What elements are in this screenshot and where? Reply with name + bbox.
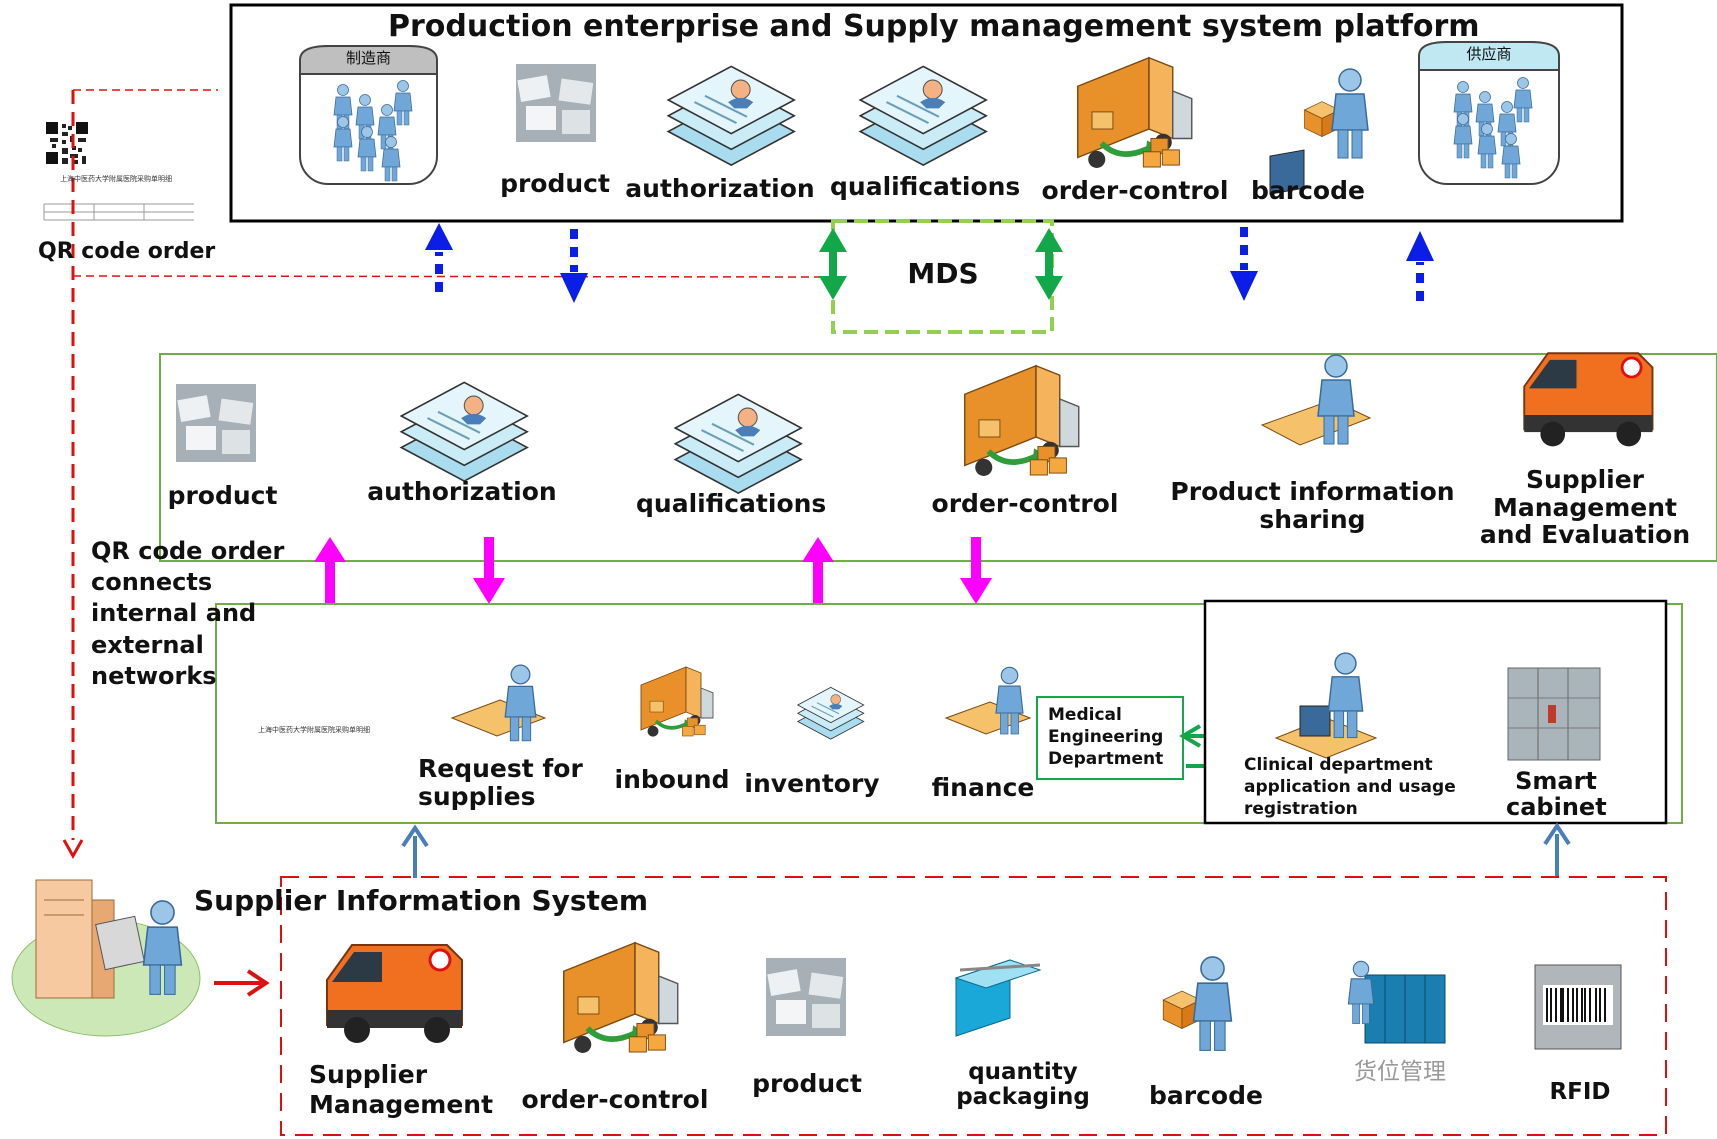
- platform-authorization-label: authorization: [625, 174, 815, 203]
- finance-label: finance: [931, 773, 1035, 802]
- inbound-label: inbound: [614, 765, 730, 794]
- qr-down-arrowhead: [62, 839, 84, 860]
- qr-order-label: QR code order: [38, 239, 216, 264]
- clinical-operator-icon: [1274, 652, 1378, 759]
- connect-networks-label: QR code order connects internal and exte…: [91, 537, 285, 690]
- request-supplies-icon: [450, 664, 547, 742]
- internal-slip-title: 上海中医药大学附属医院采购单明细: [258, 726, 370, 734]
- supplier-product-icon: [766, 958, 846, 1036]
- qr-slip-title: 上海中医药大学附属医院采购单明细: [60, 175, 172, 183]
- platform-product-label: product: [500, 169, 610, 198]
- supplier-tag: 供应商: [1466, 45, 1512, 63]
- platform-barcode-label: barcode: [1251, 176, 1365, 205]
- magenta-arrow-up-2: [802, 537, 834, 604]
- blue-arrow-up-2: [1406, 231, 1434, 301]
- finance-icon: [944, 666, 1032, 735]
- storage-location-icon: [1347, 960, 1446, 1044]
- medical-engineering-box: [1036, 696, 1184, 780]
- quantity-packaging-icon: [954, 959, 1042, 1037]
- platform-order-control-label: order-control: [1041, 176, 1229, 205]
- hospital-product-icon: [176, 384, 256, 462]
- blue-arrow-up-1: [425, 223, 453, 292]
- red-arrow-to-supplier: [214, 969, 270, 997]
- quantity-packaging-label: quantity packaging: [956, 1059, 1090, 1111]
- storage-location-label: 货位管理: [1354, 1059, 1446, 1085]
- qr-order-slip-icon: [43, 119, 195, 221]
- magenta-arrow-down-1: [473, 537, 505, 604]
- platform-title: Production enterprise and Supply managem…: [388, 9, 1480, 44]
- magenta-arrow-up-1: [314, 537, 346, 604]
- manufacturer-icon: [299, 45, 438, 185]
- mds-green-arrow-left: [819, 228, 847, 300]
- mds-green-arrow-right: [1035, 228, 1063, 300]
- mds-label: MDS: [907, 257, 979, 290]
- hospital-order-control-label: order-control: [931, 489, 1119, 518]
- steel-arrow-to-request: [401, 824, 429, 878]
- supplier-barcode-label: barcode: [1149, 1081, 1263, 1110]
- platform-qualifications-label: qualifications: [830, 172, 1021, 201]
- supplier-van-icon: [325, 943, 464, 1045]
- supplier-system-title: Supplier Information System: [194, 884, 649, 917]
- supplier-product-label: product: [752, 1069, 862, 1098]
- rfid-icon: [1534, 964, 1622, 1050]
- hospital-authorization-label: authorization: [367, 477, 557, 506]
- smart-cabinet-label: Smart cabinet: [1506, 767, 1607, 822]
- request-supplies-label: Request for supplies: [418, 754, 583, 811]
- info-sharing-icon: [1260, 149, 1372, 446]
- steel-arrow-to-cabinet: [1543, 822, 1571, 876]
- supplier-order-control-label: order-control: [521, 1085, 709, 1114]
- hospital-product-label: product: [167, 481, 278, 510]
- supplier-icon: [1418, 41, 1560, 185]
- rfid-label: RFID: [1549, 1079, 1611, 1105]
- hospital-qualifications-label: qualifications: [636, 489, 827, 518]
- supplier-barcode-icon: [1162, 956, 1233, 1052]
- info-sharing-label: Product information sharing: [1170, 477, 1455, 534]
- supplier-order-control-icon: [564, 943, 678, 1053]
- blue-arrow-down-2: [1230, 227, 1258, 301]
- qr-to-mds-line: [72, 275, 821, 278]
- manufacturer-tag: 制造商: [345, 49, 391, 67]
- server-computer-icon: [11, 879, 201, 1037]
- platform-product-icon: [516, 64, 596, 142]
- supplier-system-box: [280, 876, 1667, 1136]
- blue-arrow-down-1: [560, 229, 588, 303]
- supplier-management-label: Supplier Management: [309, 1060, 494, 1119]
- medical-engineering-label: Medical Engineering Department: [1048, 705, 1164, 770]
- smart-cabinet-icon: [1507, 667, 1601, 761]
- supplier-evaluation-label: Supplier Management and Evaluation: [1479, 465, 1691, 549]
- clinical-application-label: Clinical department application and usag…: [1244, 755, 1456, 820]
- magenta-arrow-down-2: [960, 537, 992, 604]
- inventory-label: inventory: [744, 769, 880, 798]
